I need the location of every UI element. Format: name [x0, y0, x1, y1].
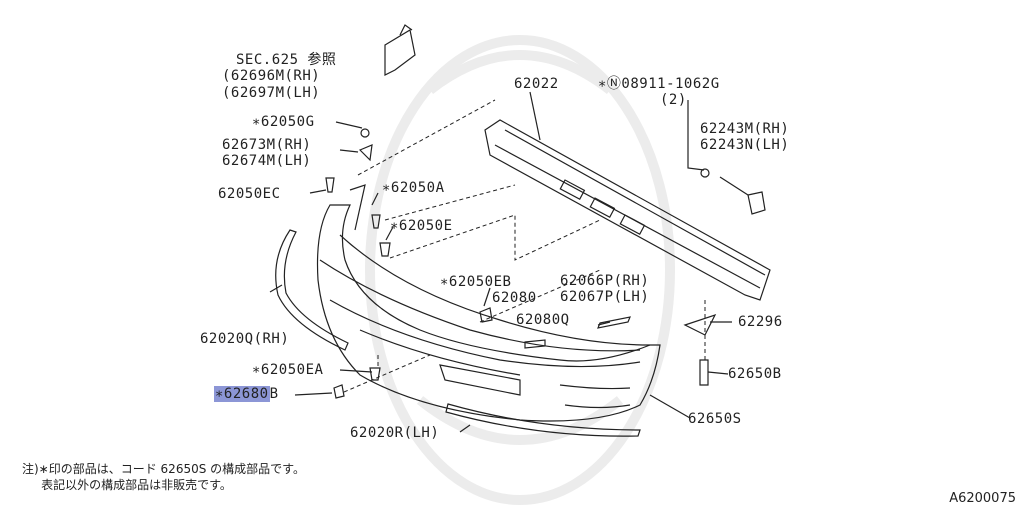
- label-08911: ∗Ⓝ08911-1062G: [598, 76, 720, 92]
- label-08911-qty: (2): [660, 92, 687, 108]
- bracket-sec625: [384, 29, 416, 76]
- label-62067p: 62067P(LH): [560, 289, 650, 305]
- label-62022: 62022: [514, 76, 559, 92]
- label-62680b[interactable]: ∗62680B: [214, 386, 279, 402]
- label-62050eb: ∗62050EB: [440, 274, 512, 290]
- label-62673m: 62673M(RH): [222, 137, 312, 153]
- reinforcement-beam: [484, 119, 771, 301]
- label-62696m: (62696M(RH): [222, 68, 321, 84]
- label-62066p: 62066P(RH): [560, 273, 650, 289]
- footnote-line-1: 注)∗印の部品は、コード 62650S の構成部品です。: [22, 462, 305, 476]
- label-sec625-ref: SEC.625 参照: [236, 52, 337, 68]
- label-62243m: 62243M(RH): [700, 121, 790, 137]
- highlighted-part-number[interactable]: ∗62680: [214, 386, 270, 402]
- label-62020r: 62020R(LH): [350, 425, 440, 441]
- label-62080: 62080: [492, 290, 537, 306]
- diagram-code: A6200075: [949, 491, 1016, 506]
- footnote-line-2: 表記以外の構成部品は非販売です。: [22, 478, 232, 492]
- label-62080q: 62080Q: [516, 312, 570, 328]
- label-62650s: 62650S: [688, 411, 742, 427]
- label-62296: 62296: [738, 314, 783, 330]
- label-62650b: 62650B: [728, 366, 782, 382]
- label-62050a: ∗62050A: [382, 180, 445, 196]
- label-62050e: ∗62050E: [390, 218, 453, 234]
- label-62697m: (62697M(LH): [222, 85, 321, 101]
- lower-molding-lh: [445, 403, 641, 437]
- label-62050g: ∗62050G: [252, 114, 315, 130]
- label-62243n: 62243N(LH): [700, 137, 790, 153]
- side-molding-rh: [275, 229, 349, 351]
- label-62020q: 62020Q(RH): [200, 331, 290, 347]
- label-62050ea: ∗62050EA: [252, 362, 324, 378]
- label-62050ec: 62050EC: [218, 186, 281, 202]
- label-62674m: 62674M(LH): [222, 153, 312, 169]
